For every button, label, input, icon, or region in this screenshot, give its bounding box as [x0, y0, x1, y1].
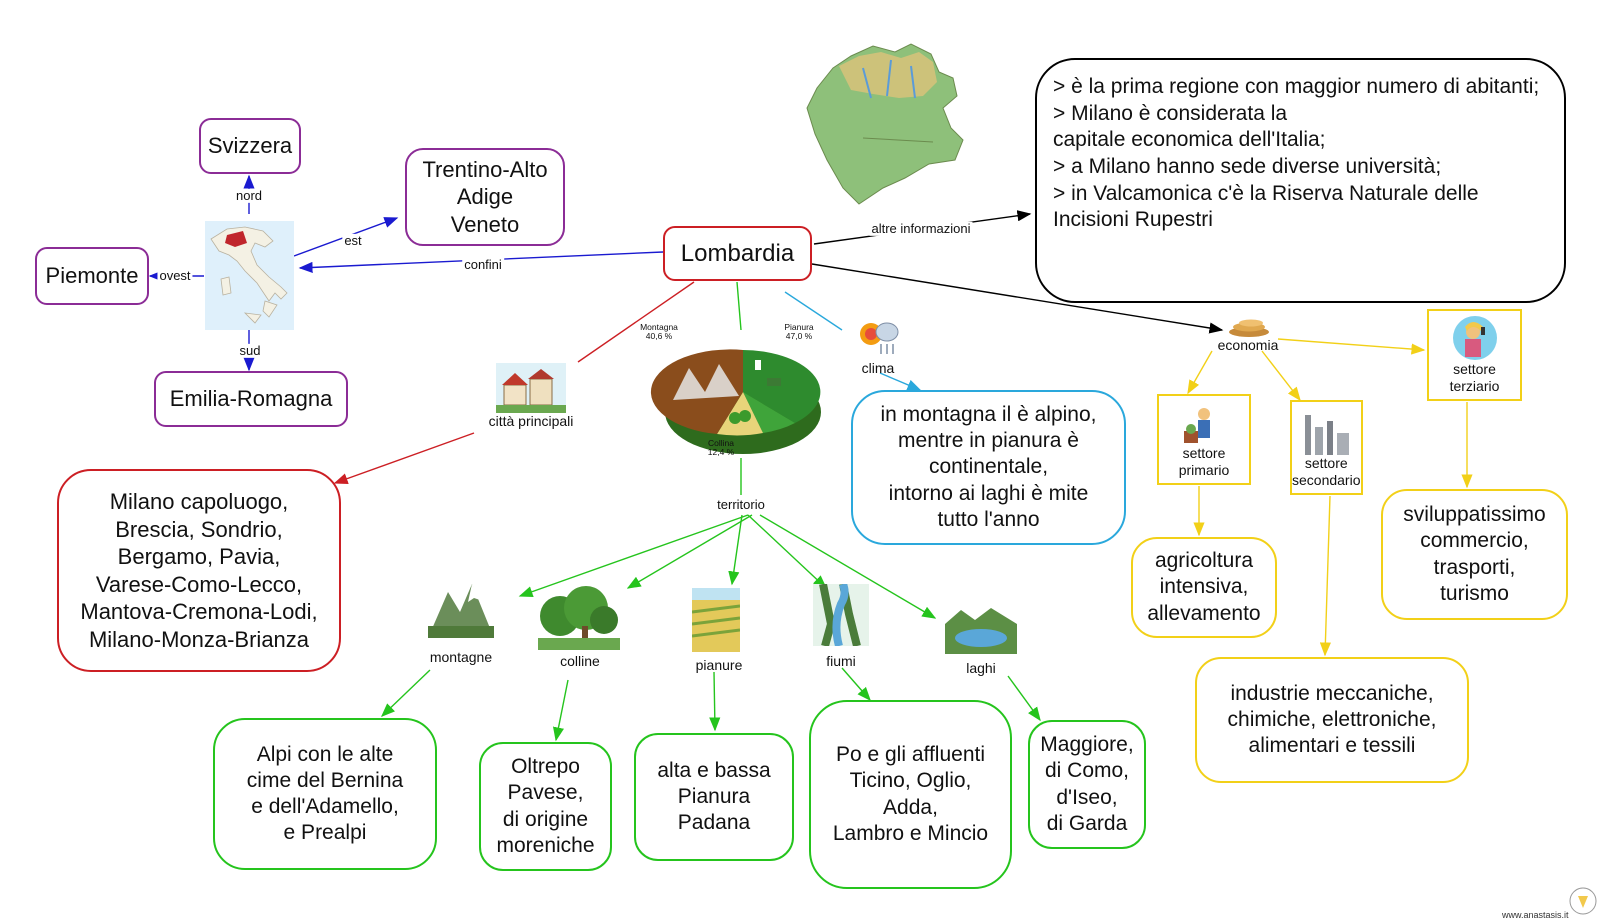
territory-pie-chart [650, 349, 821, 454]
edge-terziario [1277, 338, 1426, 355]
central-node-lombardia[interactable]: Lombardia [663, 226, 812, 281]
pie-label-collina: Collina 12,4 % [707, 438, 735, 458]
node-settore-secondario[interactable]: settore secondario [1290, 400, 1363, 495]
node-settore-terziario[interactable]: settore terziario [1427, 309, 1522, 401]
italy-map-icon [205, 221, 294, 330]
link-label-clima: clima [861, 360, 895, 376]
settore-secondario-label: settore secondario [1292, 455, 1361, 489]
node-montagne[interactable]: Alpi con le alte cime del Bernina e dell… [213, 718, 437, 870]
link-label-confini: confini [462, 256, 504, 273]
edge-fiumi [747, 514, 828, 589]
lombardy-relief-map-icon [806, 43, 964, 205]
node-pianure[interactable]: alta e bassa Pianura Padana [634, 733, 794, 861]
node-laghi[interactable]: Maggiore, di Como, d'Iseo, di Garda [1028, 720, 1146, 849]
pie-slice-pianura [743, 350, 821, 433]
edge-colline [626, 514, 753, 589]
pie-slice-montagna [650, 349, 743, 434]
pie-label-pianura: Pianura 47,0 % [784, 322, 814, 342]
node-economia-terziario[interactable]: sviluppatissimo commercio, trasporti, tu… [1381, 489, 1568, 620]
node-trentino-veneto[interactable]: Trentino-Alto Adige Veneto [405, 148, 565, 246]
link-label-territorio: territorio [715, 496, 767, 513]
edge-pianure-text [709, 671, 721, 732]
coins-icon [1229, 319, 1269, 337]
town-houses-icon [496, 363, 566, 413]
edge-primario [1187, 350, 1213, 395]
edge-colline-text [552, 679, 569, 742]
edge-citta-2 [333, 432, 475, 485]
link-label-est: est [342, 232, 364, 249]
edge-territorio-1 [736, 281, 742, 331]
mountain-icon [428, 584, 494, 638]
link-label-altre-informazioni: altre informazioni [869, 220, 973, 237]
node-piemonte[interactable]: Piemonte [35, 247, 149, 305]
edge-laghi [759, 514, 937, 619]
businesswoman-phone-icon [1452, 316, 1497, 361]
link-label-citta-principali: città principali [488, 413, 574, 429]
node-altre-informazioni[interactable]: > è la prima regione con maggior numero … [1035, 58, 1566, 303]
node-colline[interactable]: Oltrepo Pavese, di origine moreniche [479, 742, 612, 871]
edge-fiumi-text [841, 667, 871, 702]
territory-label-colline: colline [560, 653, 600, 669]
climate-sun-cloud-icon [860, 322, 899, 354]
node-economia-primario[interactable]: agricoltura intensiva, allevamento [1131, 537, 1277, 638]
territory-label-montagne: montagne [429, 649, 493, 665]
node-fiumi[interactable]: Po e gli affluenti Ticino, Oglio, Adda, … [809, 700, 1012, 889]
link-label-nord: nord [233, 187, 265, 204]
edge-secondario [1261, 350, 1301, 402]
edge-montagne-text [380, 669, 431, 717]
territory-label-pianure: pianure [695, 657, 743, 673]
edge-laghi-text [1007, 675, 1041, 722]
plains-fields-icon [692, 588, 740, 652]
settore-primario-label: settore primario [1178, 445, 1230, 479]
node-svizzera[interactable]: Svizzera [199, 118, 301, 174]
territory-label-laghi: laghi [966, 660, 996, 676]
link-label-economia: economia [1217, 337, 1279, 353]
node-economia-secondario[interactable]: industrie meccaniche, chimiche, elettron… [1195, 657, 1469, 783]
lake-icon [945, 608, 1017, 654]
edge-citta-1 [577, 281, 695, 363]
node-emilia-romagna[interactable]: Emilia-Romagna [154, 371, 348, 427]
node-clima[interactable]: in montagna il è alpino, mentre in pianu… [851, 390, 1126, 545]
edge-montagne [518, 514, 749, 598]
superpowers-logo-icon [1569, 887, 1597, 915]
pie-slice-collina [717, 392, 763, 436]
edge-clima-2 [879, 372, 922, 391]
hills-trees-icon [538, 586, 620, 650]
farmer-icon [1184, 408, 1210, 444]
river-icon [813, 584, 869, 646]
footer-website: www.anastasis.it [1502, 910, 1569, 920]
node-settore-primario[interactable]: settore primario [1157, 394, 1251, 485]
link-label-sud: sud [237, 342, 263, 359]
territory-label-fiumi: fiumi [826, 653, 856, 669]
factory-icon [1305, 415, 1350, 456]
settore-terziario-label: settore terziario [1449, 361, 1500, 395]
edge-clima-1 [784, 291, 843, 331]
edge-pianure [728, 514, 743, 586]
node-citta-principali[interactable]: Milano capoluogo, Brescia, Sondrio, Berg… [57, 469, 341, 672]
edge-secondario-text [1319, 495, 1331, 657]
pie-label-montagna: Montagna 40,6 % [640, 322, 678, 342]
link-label-ovest: ovest [157, 267, 193, 284]
edge-economia [811, 263, 1224, 334]
